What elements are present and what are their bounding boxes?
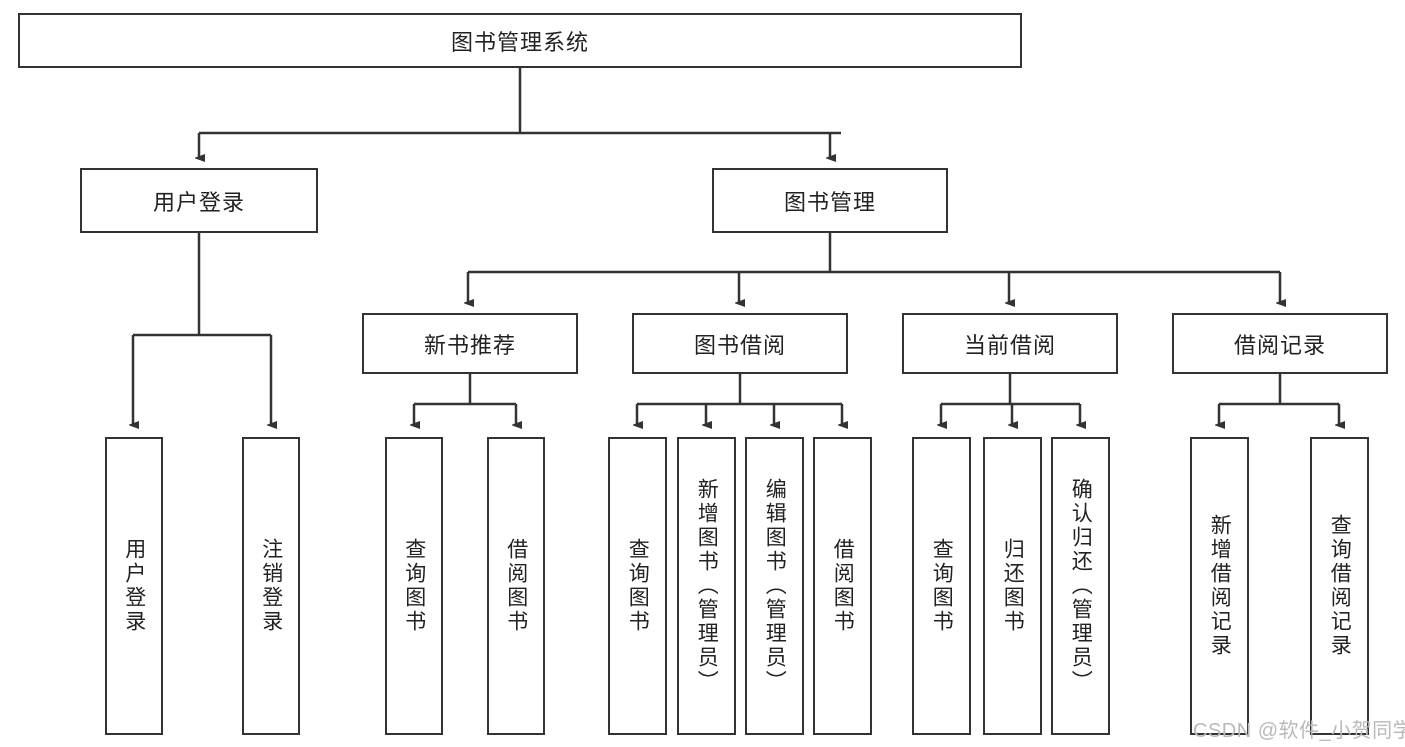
node-user-login[interactable]: 用户登录 (80, 168, 318, 233)
node-new-book-recommend[interactable]: 新书推荐 (362, 313, 578, 374)
leaf-label: 查询借阅记录 (1328, 514, 1352, 658)
node-user-login-label: 用户登录 (152, 189, 245, 215)
edge-newbook-to-leaves (414, 374, 516, 425)
node-new-book-recommend-label: 新书推荐 (423, 332, 516, 358)
edge-bookmgmt-to-level3 (468, 233, 1280, 303)
leaf-query-book-current[interactable]: 查询图书 (912, 437, 971, 735)
node-borrow-record-label: 借阅记录 (1233, 332, 1326, 358)
leaf-query-book-borrow[interactable]: 查询图书 (608, 437, 667, 735)
leaf-query-borrow-record[interactable]: 查询借阅记录 (1310, 437, 1369, 735)
leaf-query-book-newbook[interactable]: 查询图书 (385, 437, 443, 735)
leaf-logout[interactable]: 注销登录 (242, 437, 300, 735)
edge-record-to-leaves (1219, 374, 1339, 425)
leaf-label: 确认归还（管理员） (1069, 478, 1093, 694)
node-current-borrow-label: 当前借阅 (963, 332, 1056, 358)
node-book-borrow-label: 图书借阅 (693, 332, 786, 358)
leaf-label: 归还图书 (1001, 538, 1025, 634)
edge-root-to-level2 (199, 68, 841, 158)
leaf-add-borrow-record[interactable]: 新增借阅记录 (1190, 437, 1249, 735)
leaf-confirm-return-admin[interactable]: 确认归还（管理员） (1051, 437, 1110, 735)
node-root[interactable]: 图书管理系统 (18, 13, 1022, 68)
leaf-label: 注销登录 (259, 538, 283, 634)
leaf-label: 查询图书 (626, 538, 650, 634)
edge-userlogin-to-leaves (133, 233, 271, 425)
leaf-label: 编辑图书（管理员） (763, 478, 787, 694)
node-borrow-record[interactable]: 借阅记录 (1172, 313, 1388, 374)
node-book-management-label: 图书管理 (783, 189, 876, 215)
leaf-label: 用户登录 (122, 538, 146, 634)
leaf-label: 新增图书（管理员） (695, 478, 719, 694)
leaf-edit-book-admin[interactable]: 编辑图书（管理员） (745, 437, 804, 735)
leaf-label: 新增借阅记录 (1208, 514, 1232, 658)
leaf-borrow-book[interactable]: 借阅图书 (813, 437, 872, 735)
leaf-borrow-book-newbook[interactable]: 借阅图书 (487, 437, 545, 735)
node-current-borrow[interactable]: 当前借阅 (902, 313, 1118, 374)
node-root-label: 图书管理系统 (450, 29, 589, 55)
leaf-label: 借阅图书 (831, 538, 855, 634)
leaf-add-book-admin[interactable]: 新增图书（管理员） (677, 437, 736, 735)
node-book-borrow[interactable]: 图书借阅 (632, 313, 848, 374)
leaf-label: 借阅图书 (504, 538, 528, 634)
node-book-management[interactable]: 图书管理 (712, 168, 948, 233)
leaf-label: 查询图书 (402, 538, 426, 634)
edge-borrow-to-leaves (637, 374, 842, 425)
leaf-user-login[interactable]: 用户登录 (105, 437, 163, 735)
leaf-return-book[interactable]: 归还图书 (983, 437, 1042, 735)
edge-current-to-leaves (941, 374, 1080, 425)
csdn-watermark: CSDN @软件_小贺同学 (1193, 720, 1405, 742)
leaf-label: 查询图书 (930, 538, 954, 634)
